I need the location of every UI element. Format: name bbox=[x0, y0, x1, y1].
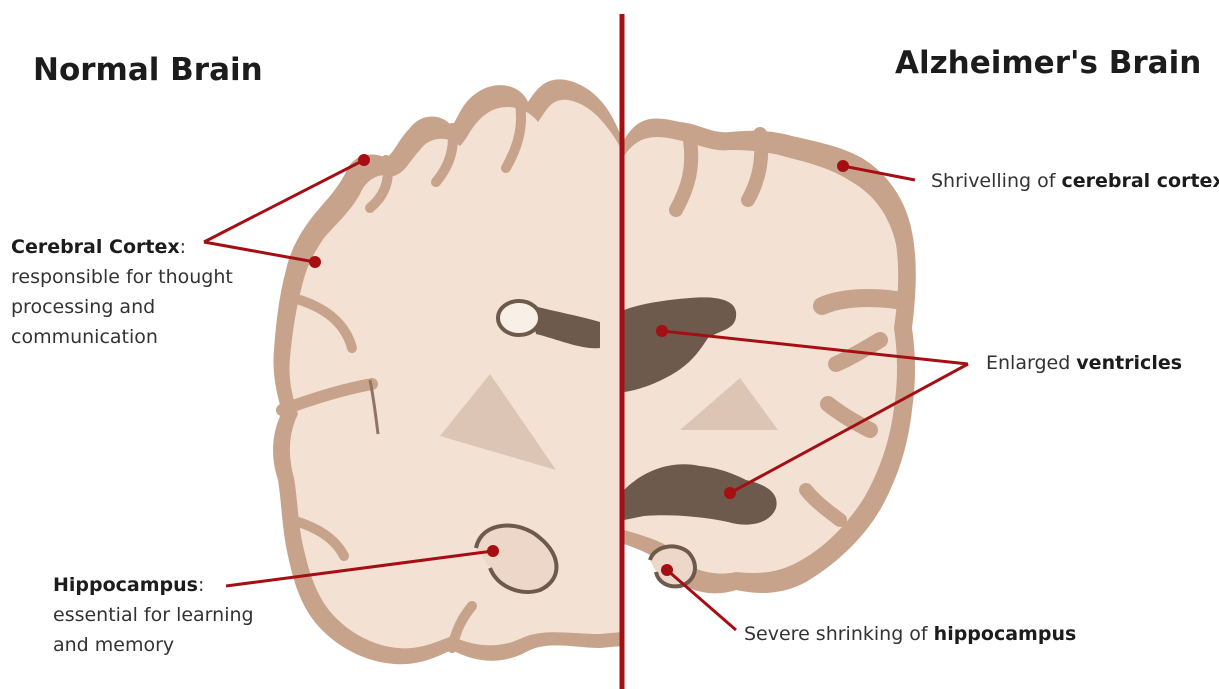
cerebral-cortex-desc-line-1: responsible for thought bbox=[11, 262, 233, 292]
cerebral-cortex-colon: : bbox=[180, 236, 186, 258]
shrivelling-cortex-term: cerebral cortex bbox=[1061, 170, 1219, 192]
alzheimers-hippocampus bbox=[650, 546, 695, 586]
shrivelling-cortex-label: Shrivelling of cerebral cortex bbox=[931, 166, 1219, 196]
cerebral-cortex-desc-line-2: processing and bbox=[11, 292, 233, 322]
alzheimers-brain-hemisphere bbox=[624, 119, 916, 594]
cerebral-cortex-label: Cerebral Cortex: responsible for thought… bbox=[11, 232, 233, 352]
normal-brain-title: Normal Brain bbox=[33, 52, 263, 88]
hippocampus-desc-line-2: and memory bbox=[53, 630, 254, 660]
hippocampus-colon: : bbox=[198, 574, 204, 596]
normal-white-matter bbox=[289, 100, 622, 649]
enlarged-ventricles-term: ventricles bbox=[1076, 352, 1182, 374]
hippocampus-label: Hippocampus: essential for learning and … bbox=[53, 570, 254, 660]
enlarged-ventricles-label: Enlarged ventricles bbox=[986, 348, 1182, 378]
hippocampus-desc-line-1: essential for learning bbox=[53, 600, 254, 630]
hippocampus-term: Hippocampus bbox=[53, 574, 198, 596]
cerebral-cortex-term: Cerebral Cortex bbox=[11, 236, 180, 258]
shrinking-hippocampus-term: hippocampus bbox=[934, 623, 1077, 645]
shrinking-hippocampus-prefix: Severe shrinking of bbox=[744, 623, 934, 645]
cerebral-cortex-desc-line-3: communication bbox=[11, 322, 233, 352]
alzheimers-brain-title: Alzheimer's Brain bbox=[895, 45, 1201, 81]
shrinking-hippocampus-label: Severe shrinking of hippocampus bbox=[744, 619, 1076, 649]
normal-brain-hemisphere bbox=[273, 79, 622, 664]
shrivelling-cortex-prefix: Shrivelling of bbox=[931, 170, 1061, 192]
enlarged-ventricles-prefix: Enlarged bbox=[986, 352, 1076, 374]
